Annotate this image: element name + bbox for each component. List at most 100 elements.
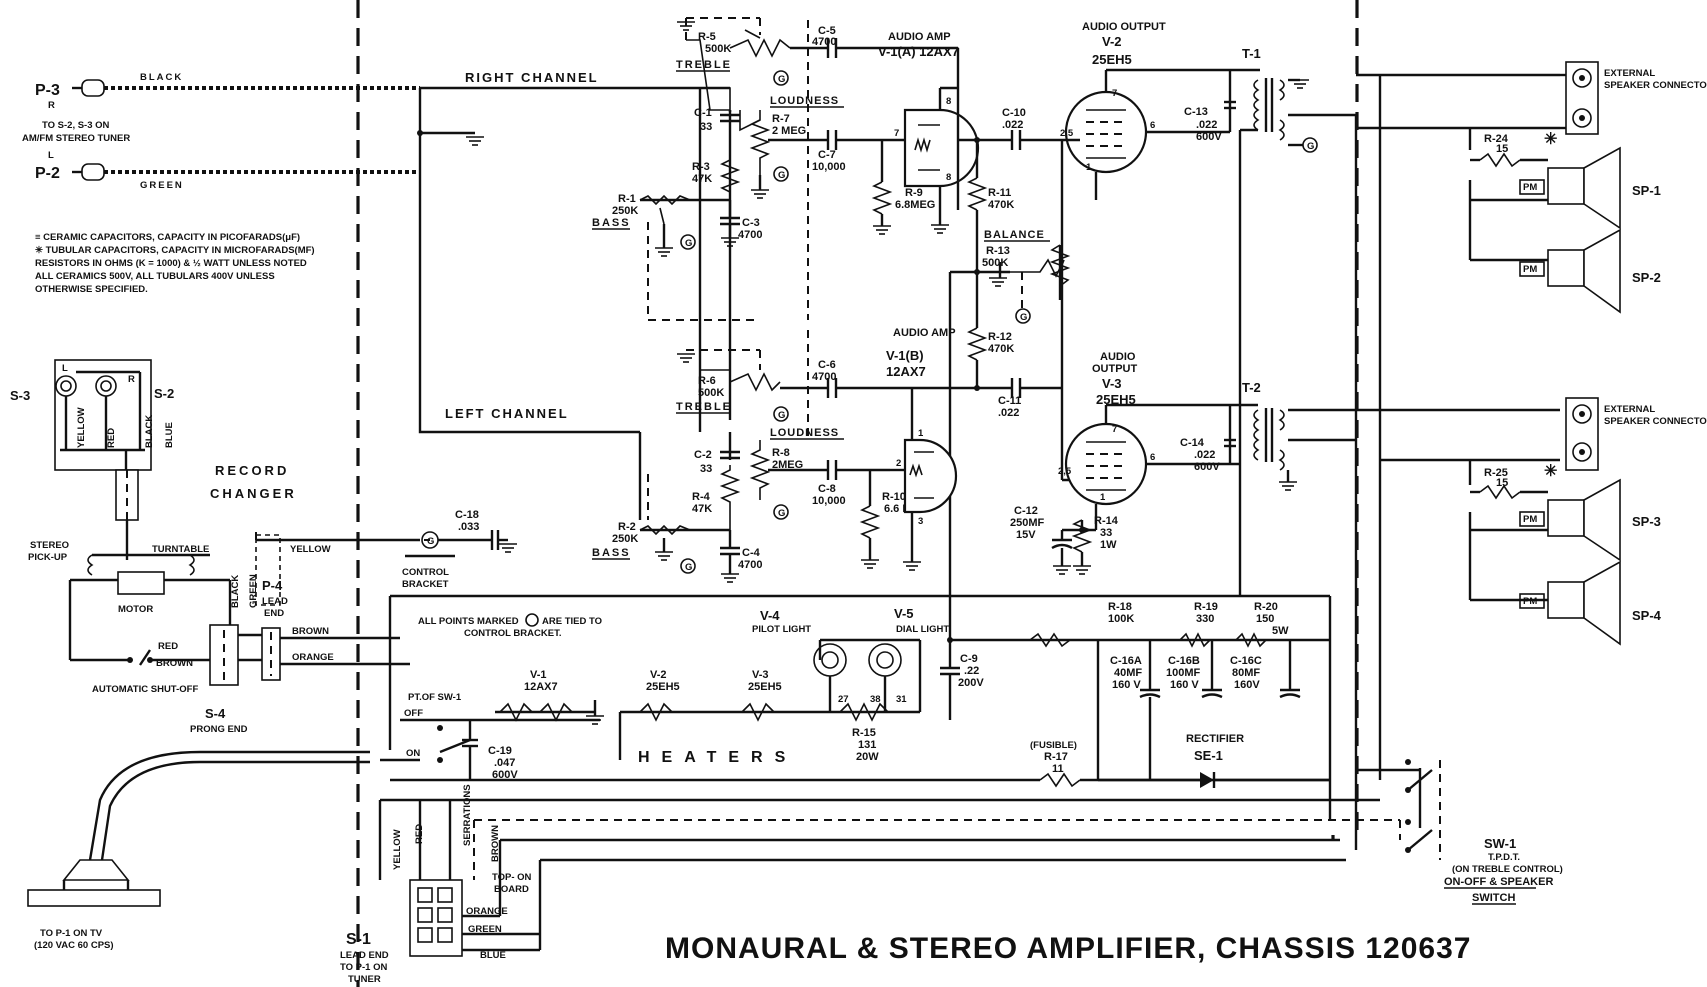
c18-ref: C-18 [455,509,479,521]
resistor-r10 [859,470,881,569]
c4-ref: C-4 [742,547,761,559]
c8-ref: C-8 [818,483,836,495]
r13-ref: R-13 [986,245,1010,257]
right-channel-label: RIGHT CHANNEL [465,70,599,85]
s1-connector [378,798,1401,957]
c19-ref: C-19 [488,745,512,757]
r5-ref: R-5 [698,31,716,43]
r17-value: 11 [1052,763,1064,775]
svg-text:R: R [48,100,55,111]
svg-text:G: G [778,74,785,85]
svg-text:G: G [1307,141,1314,152]
r8-value: 2MEG [772,459,803,471]
treble-label-r: TREBLE [676,59,732,71]
left-channel-label: LEFT CHANNEL [445,406,569,421]
c1-value: 33 [700,121,712,133]
c1-ref: C-1 [694,107,712,119]
v1b-label: AUDIO AMP [893,327,956,339]
c2-value: 33 [700,463,712,475]
blue-label: BLUE [164,422,175,448]
s1-lead-1: LEAD END [340,950,389,961]
svg-text:✳ TUBULAR CAPACITORS, CAPACITY: ✳ TUBULAR CAPACITORS, CAPACITY IN MICROF… [35,245,315,256]
ext-label-3: EXTERNAL [1604,404,1655,415]
ext-label-1: EXTERNAL [1604,68,1655,79]
v1b-ref: V-1(B) [886,348,924,363]
v2-type: 25EH5 [1092,52,1132,67]
bracket-label-1: CONTROL [402,567,449,578]
tube-v3: 2,5 7 6 1 [1058,405,1182,530]
svg-text:8: 8 [946,172,951,183]
shutoff-label: AUTOMATIC SHUT-OFF [92,684,198,695]
v2-heater-ref: V-2 [650,669,667,681]
r5-value: 500K [705,43,731,55]
loudness-label-l: LOUDNESS [770,427,839,439]
v4-label: PILOT LIGHT [752,624,811,635]
c3-value: 4700 [738,229,762,241]
c12-volt: 15V [1016,529,1036,541]
v2-ref: V-2 [1102,34,1122,49]
r15-ref: R-15 [852,727,876,739]
s1-brown: BROWN [490,825,501,862]
sw1-desc-1: ON-OFF & SPEAKER [1444,876,1553,888]
c19-volt: 600V [492,769,518,781]
c9-volt: 200V [958,677,984,689]
s1-green: GREEN [468,924,502,935]
c10-ref: C-10 [1002,107,1026,119]
se1-label: SE-1 [1194,748,1223,763]
r11-value: 470K [988,199,1014,211]
c9-ref: C-9 [960,653,978,665]
pin-27: 27 [838,694,849,705]
cord-note-1: TO P-1 ON TV [40,928,103,939]
pin-38: 38 [870,694,881,705]
v1-heater-type: 12AX7 [524,681,558,693]
c4-value: 4700 [738,559,762,571]
svg-text:G: G [778,508,785,519]
tube-v1b: 1 2 3 [890,388,958,571]
v1b-type: 12AX7 [886,364,926,379]
orange-label-p4: ORANGE [292,652,334,663]
lead-end-2: END [264,608,284,619]
r7-value: 2 MEG [772,125,806,137]
svg-text:7: 7 [1112,88,1117,99]
tuner-note-2: AM/FM STEREO TUNER [22,133,130,144]
svg-text:≡ CERAMIC CAPACITORS, CAPACITY: ≡ CERAMIC CAPACITORS, CAPACITY IN PICOFA… [35,232,300,243]
svg-text:1: 1 [1100,492,1106,503]
c3-ref: C-3 [742,217,760,229]
prong-end-label: PRONG END [190,724,248,735]
s1-label: S-1 [346,931,371,948]
c16b-value: 100MF [1166,667,1201,679]
svg-text:P-3: P-3 [35,82,60,99]
s1-lead-2: TO P-1 ON [340,962,387,973]
bracket-label-2: BRACKET [402,579,449,590]
s3-label: S-3 [10,388,30,403]
r25-star-icon: ✳ [1544,463,1557,480]
sp3-label: SP-3 [1632,514,1661,529]
r9-ref: R-9 [905,187,923,199]
power-supply [200,580,1332,820]
switch-sw1 [1356,460,1441,860]
r18-value: 100K [1108,613,1134,625]
svg-text:G: G [778,170,785,181]
c6-value: 4700 [812,371,836,383]
r17-ref: R-17 [1044,751,1068,763]
c12-ref: C-12 [1014,505,1038,517]
c12-value: 250MF [1010,517,1045,529]
c14-ref: C-14 [1180,437,1205,449]
tube-v2: 2,5 7 6 1 [1060,70,1182,200]
svg-text:L: L [48,150,54,161]
resistor-r9 [871,140,893,235]
svg-text:7: 7 [1112,424,1117,435]
r15-value: 131 [858,739,876,751]
c16a-ref: C-16A [1110,655,1142,667]
svg-text:6: 6 [1150,452,1155,463]
input-wiring [417,86,700,434]
svg-text:GREEN: GREEN [140,180,184,191]
svg-text:PM: PM [1523,182,1537,193]
v5-label: DIAL LIGHT [896,624,949,635]
sp2-label: SP-2 [1632,270,1661,285]
svg-text:ALL CERAMICS 500V, ALL TUBULAR: ALL CERAMICS 500V, ALL TUBULARS 400V UNL… [35,271,275,282]
svg-text:PM: PM [1523,514,1537,525]
balance-control: G [988,244,1071,324]
resistor-r12 [966,272,988,388]
power-cord [27,750,201,907]
